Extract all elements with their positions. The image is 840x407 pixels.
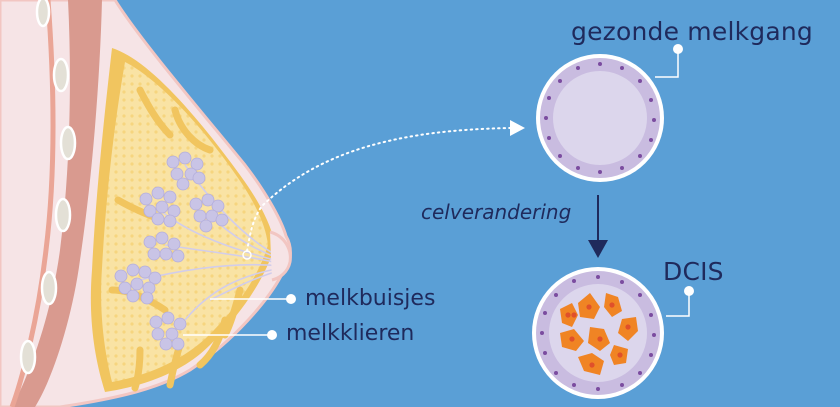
arrow-down-icon: [588, 240, 608, 258]
label-milk-ducts: melkbuisjes: [305, 286, 436, 311]
arrowhead-icon: [510, 120, 525, 136]
label-milk-glands: melkklieren: [286, 321, 415, 346]
label-healthy-duct: gezonde melkgang: [571, 17, 813, 46]
breast-cross-section: [0, 0, 292, 407]
label-dcis: DCIS: [663, 257, 724, 286]
dcis-illustration: [532, 267, 664, 399]
rib-icons: [19, 0, 77, 375]
cell-change-arrow: [588, 195, 608, 258]
dcis-leader: [666, 292, 690, 317]
healthy-duct-leader: [655, 50, 679, 78]
zoom-arrow: [246, 120, 525, 252]
label-leaders: [183, 294, 296, 340]
healthy-duct-illustration: [536, 54, 664, 182]
label-cell-change: celverandering: [421, 200, 572, 224]
